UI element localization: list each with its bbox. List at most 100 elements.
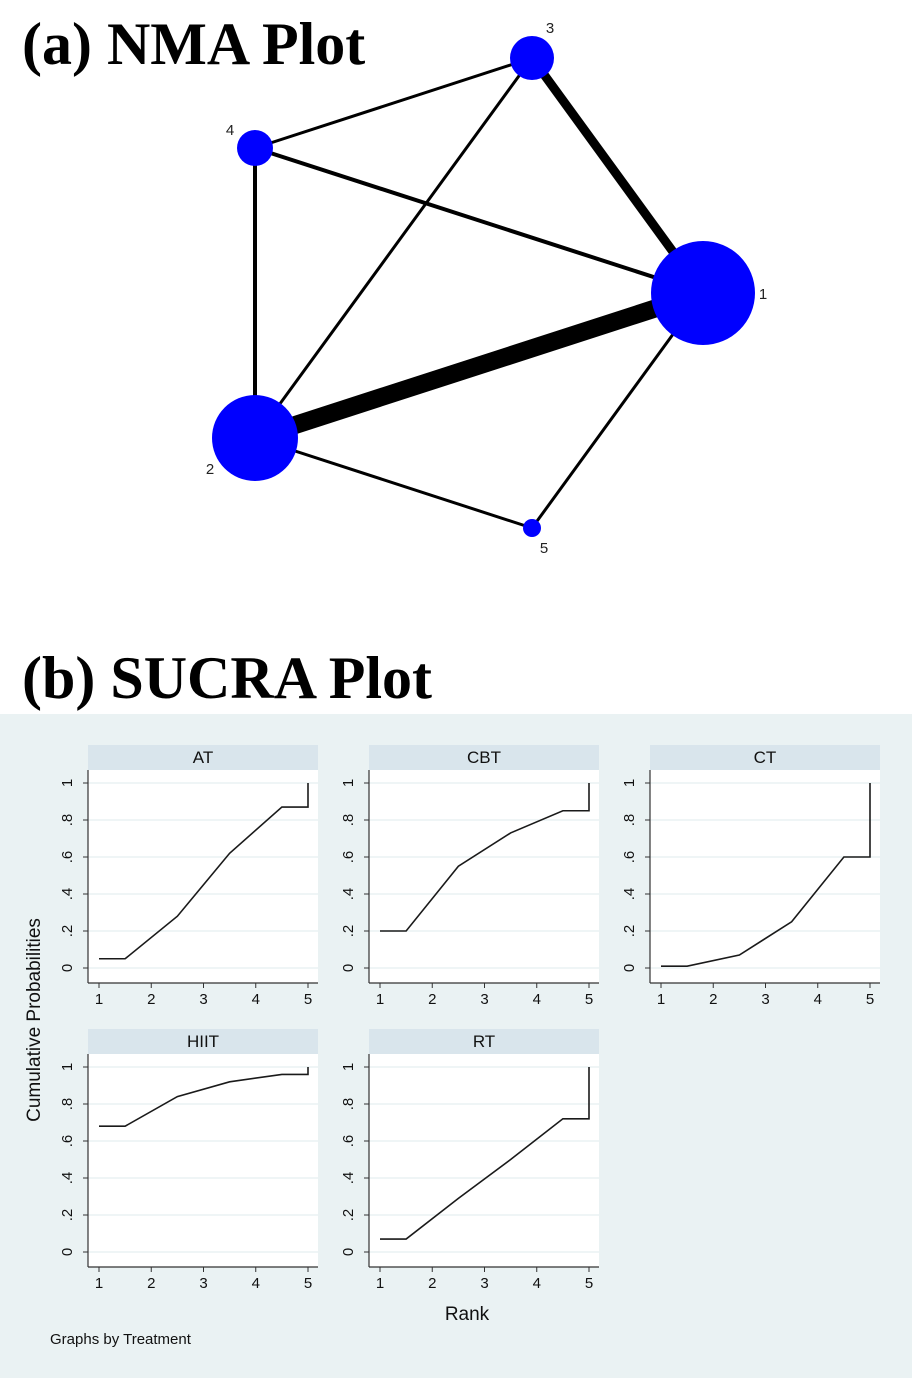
y-tick-label: .2 <box>59 925 76 938</box>
edge-1-2 <box>252 284 706 447</box>
y-tick-label: .8 <box>340 814 357 827</box>
series-line-cbt <box>380 783 590 932</box>
y-tick-label: .6 <box>59 1135 76 1148</box>
y-tick-label: .4 <box>340 888 357 901</box>
y-axis-label: Cumulative Probabilities <box>24 918 45 1122</box>
edge-3-4 <box>254 56 533 150</box>
x-tick-label: 1 <box>657 991 665 1008</box>
node-4 <box>237 130 273 166</box>
facet-title: CT <box>754 748 777 767</box>
x-tick-label: 5 <box>304 1275 312 1292</box>
y-tick-label: .2 <box>621 925 638 938</box>
y-tick-label: .2 <box>340 1209 357 1222</box>
y-tick-label: .6 <box>340 851 357 864</box>
x-tick-label: 3 <box>480 1275 488 1292</box>
y-tick-label: 0 <box>340 964 357 972</box>
y-tick-label: 1 <box>59 779 76 787</box>
facet-strip <box>88 1029 318 1054</box>
plot-area <box>369 770 599 983</box>
y-tick-label: .4 <box>340 1172 357 1185</box>
x-tick-label: 1 <box>376 1275 384 1292</box>
facet-strip <box>369 745 599 770</box>
network-plot: 1 2 3 4 5 <box>206 20 767 557</box>
facet-strip <box>88 745 318 770</box>
series-line-rt <box>380 1067 590 1240</box>
x-tick-label: 3 <box>761 991 769 1008</box>
plot-area <box>650 770 880 983</box>
y-tick-label: 0 <box>59 964 76 972</box>
x-tick-label: 1 <box>376 991 384 1008</box>
plot-background <box>0 714 912 1378</box>
y-tick-label: .6 <box>621 851 638 864</box>
y-tick-label: 1 <box>621 779 638 787</box>
y-tick-label: .2 <box>340 925 357 938</box>
y-tick-label: .6 <box>59 851 76 864</box>
facet-hiit: HIIT 0 .2 .4 .6 .8 1 1 2 3 4 5 <box>59 1029 318 1292</box>
y-tick-label: .8 <box>59 814 76 827</box>
y-tick-label: .8 <box>340 1098 357 1111</box>
x-tick-label: 4 <box>252 1275 260 1292</box>
x-tick-label: 2 <box>147 991 155 1008</box>
x-tick-label: 2 <box>147 1275 155 1292</box>
x-tick-label: 3 <box>480 991 488 1008</box>
y-tick-label: 1 <box>340 1063 357 1071</box>
x-tick-label: 3 <box>199 1275 207 1292</box>
facet-ct: CT 0 .2 .4 .6 .8 1 1 2 3 4 5 <box>621 745 880 1008</box>
panel-b-title: (b) SUCRA Plot <box>22 645 433 711</box>
facet-title: CBT <box>467 748 501 767</box>
node-3 <box>510 36 554 80</box>
x-tick-label: 3 <box>199 991 207 1008</box>
node-label-2: 2 <box>206 461 214 478</box>
node-label-1: 1 <box>759 286 767 303</box>
y-tick-label: 0 <box>340 1248 357 1256</box>
y-tick-label: .4 <box>621 888 638 901</box>
y-tick-label: 1 <box>59 1063 76 1071</box>
x-tick-label: 2 <box>709 991 717 1008</box>
x-tick-label: 5 <box>585 1275 593 1292</box>
x-tick-label: 4 <box>252 991 260 1008</box>
x-tick-label: 2 <box>428 991 436 1008</box>
y-tick-label: .2 <box>59 1209 76 1222</box>
x-tick-label: 4 <box>533 1275 541 1292</box>
facet-strip <box>650 745 880 770</box>
facet-at: AT 0 .2 .4 .6 .8 1 1 2 3 4 5 <box>59 745 318 1008</box>
y-tick-label: .6 <box>340 1135 357 1148</box>
node-5 <box>523 519 541 537</box>
x-tick-label: 1 <box>95 1275 103 1292</box>
x-tick-label: 1 <box>95 991 103 1008</box>
y-tick-label: 1 <box>340 779 357 787</box>
node-2 <box>212 395 298 481</box>
edge-2-5 <box>254 436 533 530</box>
edge-1-4 <box>254 146 704 295</box>
y-tick-label: .8 <box>621 814 638 827</box>
edge-2-3 <box>253 57 534 439</box>
y-tick-label: .8 <box>59 1098 76 1111</box>
node-label-3: 3 <box>546 20 554 37</box>
plot-area <box>88 770 318 983</box>
facet-strip <box>369 1029 599 1054</box>
x-tick-label: 5 <box>585 991 593 1008</box>
x-tick-label: 5 <box>866 991 874 1008</box>
series-line-at <box>99 783 309 960</box>
facet-title: AT <box>193 748 213 767</box>
y-tick-label: .4 <box>59 888 76 901</box>
plot-area <box>369 1054 599 1267</box>
y-tick-label: 0 <box>621 964 638 972</box>
graphs-note: Graphs by Treatment <box>50 1331 192 1348</box>
x-tick-label: 2 <box>428 1275 436 1292</box>
x-tick-label: 4 <box>814 991 822 1008</box>
node-label-5: 5 <box>540 540 548 557</box>
facet-title: RT <box>473 1032 495 1051</box>
panel-a-title: (a) NMA Plot <box>22 11 366 77</box>
facet-rt: RT 0 .2 .4 .6 .8 1 1 2 3 4 5 <box>340 1029 599 1292</box>
y-tick-label: .4 <box>59 1172 76 1185</box>
x-tick-label: 5 <box>304 991 312 1008</box>
node-1 <box>651 241 755 345</box>
y-tick-label: 0 <box>59 1248 76 1256</box>
x-axis-label: Rank <box>445 1304 490 1325</box>
node-label-4: 4 <box>226 122 234 139</box>
series-line-ct <box>661 783 871 967</box>
plot-area <box>88 1054 318 1267</box>
facet-title: HIIT <box>187 1032 219 1051</box>
